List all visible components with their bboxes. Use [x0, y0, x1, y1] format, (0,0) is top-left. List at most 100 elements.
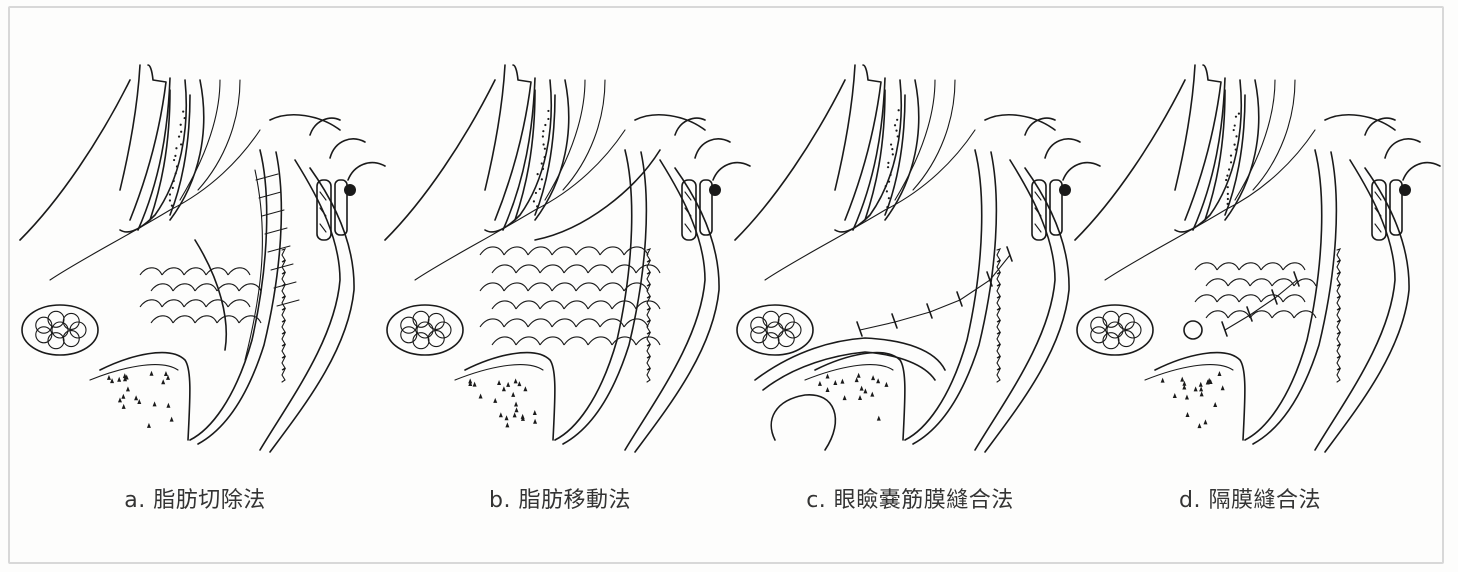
fat-lobule	[401, 317, 417, 333]
flap-curl	[771, 395, 835, 450]
bone-marker	[493, 398, 497, 403]
fat-lobule-arc	[492, 265, 516, 273]
fat-lobule	[751, 327, 767, 343]
bone-marker	[122, 404, 126, 409]
fat-lobule-arc	[528, 319, 552, 327]
fat-lobule-arc	[504, 319, 528, 327]
fat-lobule-arc	[173, 316, 195, 323]
fat-lobule-arc	[1239, 263, 1261, 270]
fat-lobule-arc	[195, 316, 217, 323]
tarsus-border	[1225, 95, 1245, 215]
bone-marker	[826, 373, 830, 378]
stipple-dot	[885, 185, 887, 187]
bone-marker	[150, 371, 154, 376]
fat-lobule-arc	[228, 300, 250, 307]
fat-lobule-arc	[239, 316, 261, 323]
fat-lobule	[763, 333, 779, 349]
stipple-dot	[888, 197, 890, 199]
bone-marker	[107, 375, 111, 380]
stipple-dot	[171, 205, 173, 207]
stipple-dot	[172, 187, 174, 189]
globe-outline	[1075, 80, 1185, 240]
fat-lobule	[52, 322, 68, 338]
suture-stitch	[857, 322, 862, 336]
fat-lobule	[428, 313, 444, 329]
lid-skin	[1253, 152, 1336, 444]
bone-marker	[513, 412, 517, 417]
fat-lobule-arc	[540, 337, 564, 345]
lid-skin	[555, 150, 632, 440]
stipple-dot	[1227, 186, 1229, 188]
fat-lobule-arc	[528, 247, 552, 255]
orbital-rim	[805, 365, 893, 380]
panel-a-illustration	[20, 40, 370, 470]
fat-lobule	[48, 311, 64, 327]
suture-stitch	[1007, 247, 1012, 261]
crosshatch	[274, 282, 296, 288]
fat-lobule-arc	[184, 300, 206, 307]
lid-margin	[635, 115, 705, 130]
bone-marker	[514, 402, 518, 407]
fat-lobule-arc	[480, 283, 504, 291]
orbital-rim	[455, 365, 543, 380]
fat-lobule	[767, 322, 783, 338]
tarsal-gland	[1375, 192, 1381, 232]
septum-line	[835, 65, 855, 190]
septum-line	[1175, 65, 1195, 190]
fat-lobule-arc	[564, 265, 588, 273]
fat-lobule-arc	[1283, 295, 1305, 302]
stipple-dot	[890, 143, 892, 145]
fat-lobule-arc	[600, 247, 624, 255]
fat-lobule	[1107, 322, 1123, 338]
fat-lobule-arc	[140, 300, 162, 307]
stipple-dot	[180, 124, 182, 126]
fat-lobule-arc	[217, 284, 239, 291]
fat-lobule-arc	[140, 268, 162, 275]
stipple-dot	[1233, 129, 1235, 131]
lid-skin	[905, 150, 982, 440]
bone-marker	[818, 381, 822, 386]
fat-lobule-arc	[151, 284, 173, 291]
stipple-dot	[1227, 198, 1229, 200]
bone-marker	[497, 380, 501, 385]
tarsus-border	[150, 90, 170, 220]
stipple-dot	[1227, 203, 1229, 205]
fat-lobule	[63, 313, 79, 329]
fat-lobule-arc	[504, 283, 528, 291]
bone-marker	[1199, 382, 1203, 387]
stipple-dot	[898, 109, 900, 111]
bone-marker	[1213, 402, 1217, 407]
orbicularis-edge	[647, 249, 650, 382]
tarsus-border	[885, 95, 905, 215]
fat-lobule-arc	[228, 268, 250, 275]
bone-marker	[506, 382, 510, 387]
stipple-dot	[891, 148, 893, 150]
fat-lobule-arc	[1283, 263, 1305, 270]
septum-fold	[1184, 321, 1202, 339]
fat-lobule	[1118, 331, 1134, 347]
stipple-dot	[180, 131, 182, 133]
bone-marker	[153, 401, 157, 406]
fat-lobule	[435, 322, 451, 338]
fascia-flap	[763, 352, 935, 390]
bone-marker	[110, 378, 114, 383]
fat-lobule	[1118, 313, 1134, 329]
septum-line	[495, 65, 531, 220]
globe-outline	[20, 80, 130, 240]
bone-marker	[521, 414, 525, 419]
panel-d	[1075, 40, 1425, 470]
crosshatch	[259, 192, 281, 198]
fat-lobule-arc	[206, 268, 228, 275]
fat-lobule	[763, 311, 779, 327]
stipple-dot	[533, 200, 535, 202]
bone-marker	[533, 410, 537, 415]
stipple-dot	[542, 168, 544, 170]
fat-lobule	[778, 313, 794, 329]
stipple-dot	[169, 199, 171, 201]
fat-lobule-arc	[588, 301, 612, 309]
septum-line	[120, 65, 140, 190]
stipple-dot	[180, 143, 182, 145]
stipple-dot	[173, 180, 175, 182]
stipple-dot	[887, 162, 889, 164]
fat-lobule-arc	[576, 283, 600, 291]
